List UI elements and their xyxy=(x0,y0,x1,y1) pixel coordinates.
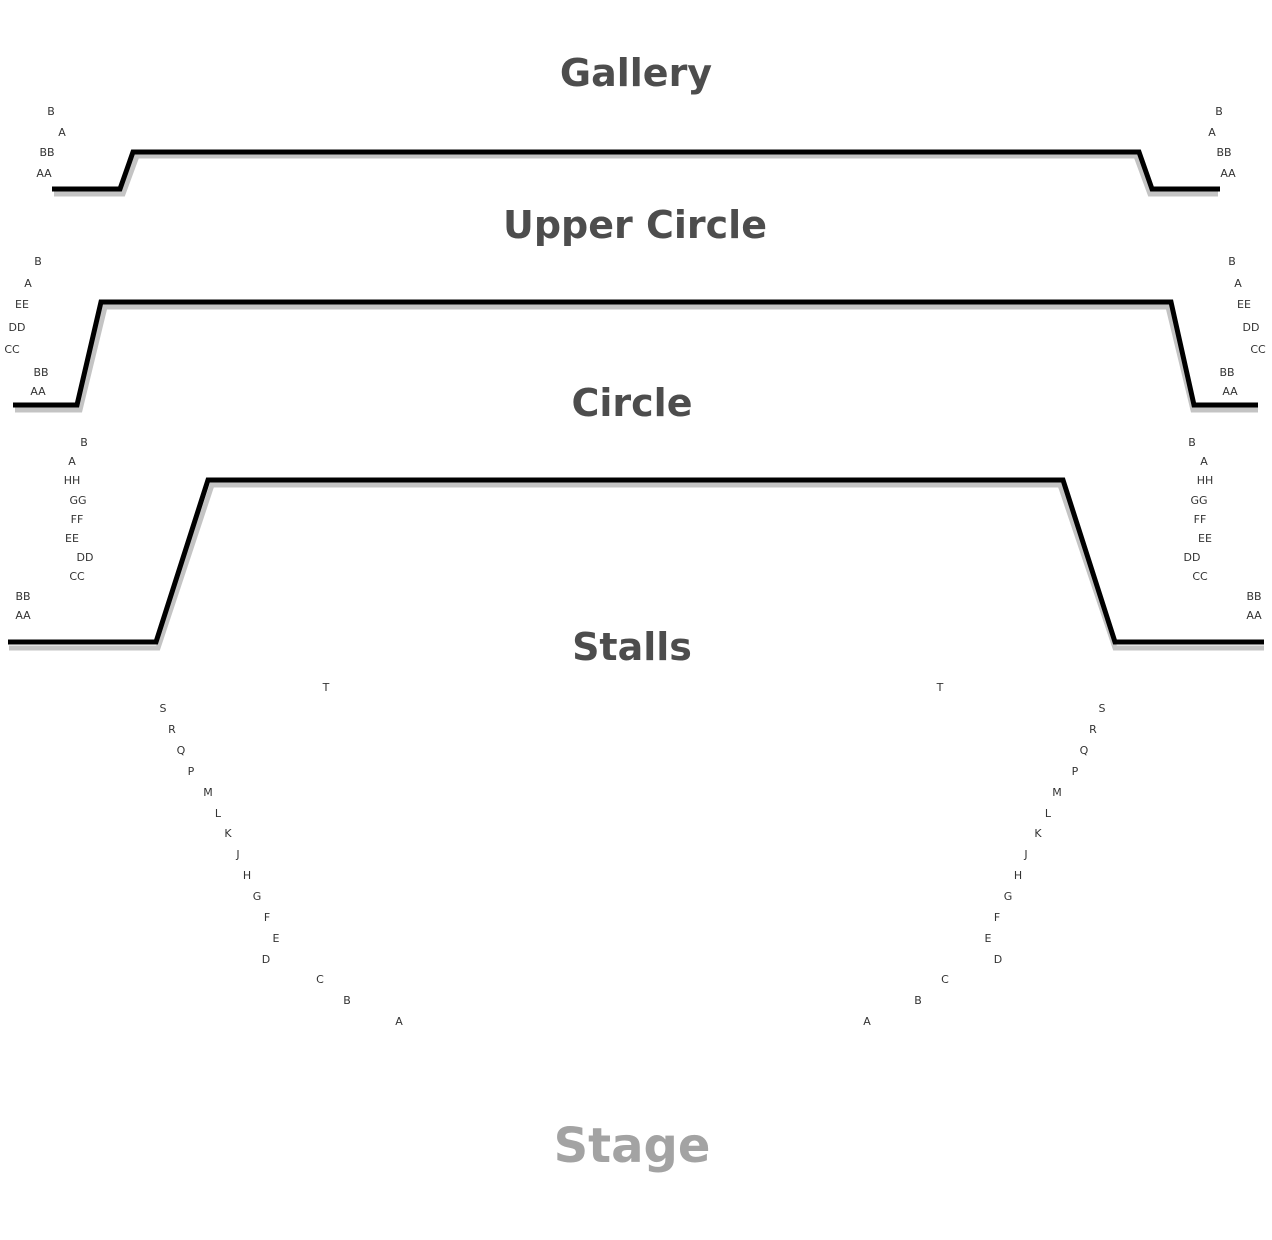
row-label[interactable]: A xyxy=(1234,277,1242,290)
row-label[interactable]: AA xyxy=(1246,609,1262,622)
row-label[interactable]: GG xyxy=(1190,494,1207,507)
row-label[interactable]: R xyxy=(168,723,176,736)
row-label[interactable]: K xyxy=(224,827,232,840)
row-label[interactable]: J xyxy=(1023,848,1027,861)
circle-title: Circle xyxy=(572,381,693,425)
row-label[interactable]: T xyxy=(322,681,330,694)
gallery-left-rows: B A BB AA xyxy=(36,105,66,180)
row-label[interactable]: T xyxy=(936,681,944,694)
upper-circle-right-rows: B A EE DD CC BB AA xyxy=(1219,255,1266,398)
row-label[interactable]: S xyxy=(160,702,167,715)
row-label[interactable]: A xyxy=(863,1015,871,1028)
stage-title: Stage xyxy=(554,1118,711,1174)
row-label[interactable]: A xyxy=(68,455,76,468)
row-label[interactable]: BB xyxy=(1216,146,1231,159)
row-label[interactable]: FF xyxy=(1194,513,1207,526)
row-label[interactable]: GG xyxy=(69,494,86,507)
row-label[interactable]: B xyxy=(914,994,922,1007)
row-label[interactable]: R xyxy=(1089,723,1097,736)
row-label[interactable]: B xyxy=(1188,436,1196,449)
circle-left-rows: B A HH GG FF EE DD CC BB AA xyxy=(15,436,93,622)
gallery-front-line xyxy=(52,149,1220,197)
row-label[interactable]: H xyxy=(243,869,251,882)
row-label[interactable]: BB xyxy=(1219,366,1234,379)
row-label[interactable]: B xyxy=(1215,105,1223,118)
circle-front-line xyxy=(8,477,1264,651)
row-label[interactable]: B xyxy=(47,105,55,118)
row-label[interactable]: M xyxy=(203,786,213,799)
row-label[interactable]: C xyxy=(316,973,324,986)
row-label[interactable]: AA xyxy=(30,385,46,398)
row-label[interactable]: S xyxy=(1099,702,1106,715)
row-label[interactable]: K xyxy=(1034,827,1042,840)
row-label[interactable]: Q xyxy=(1080,744,1089,757)
row-label[interactable]: D xyxy=(994,953,1002,966)
row-label[interactable]: H xyxy=(1014,869,1022,882)
row-label[interactable]: EE xyxy=(1198,532,1212,545)
row-label[interactable]: C xyxy=(941,973,949,986)
row-label[interactable]: M xyxy=(1052,786,1062,799)
row-label[interactable]: AA xyxy=(36,167,52,180)
row-label[interactable]: AA xyxy=(1220,167,1236,180)
gallery-title: Gallery xyxy=(560,51,712,95)
stalls-left-rows: T S R Q P M L K J H G F E D C B A xyxy=(160,681,404,1028)
row-label[interactable]: B xyxy=(34,255,42,268)
circle-right-rows: B A HH GG FF EE DD CC BB AA xyxy=(1184,436,1263,622)
row-label[interactable]: DD xyxy=(77,551,94,564)
row-label[interactable]: J xyxy=(235,848,239,861)
row-label[interactable]: L xyxy=(1045,807,1052,820)
row-label[interactable]: EE xyxy=(65,532,79,545)
row-label[interactable]: DD xyxy=(1184,551,1201,564)
row-label[interactable]: F xyxy=(264,911,270,924)
row-label[interactable]: B xyxy=(1228,255,1236,268)
upper-circle-left-rows: B A EE DD CC BB AA xyxy=(4,255,48,398)
gallery-right-rows: B A BB AA xyxy=(1208,105,1236,180)
row-label[interactable]: BB xyxy=(1246,590,1261,603)
row-label[interactable]: A xyxy=(395,1015,403,1028)
row-label[interactable]: EE xyxy=(15,298,29,311)
row-label[interactable]: B xyxy=(80,436,88,449)
row-label[interactable]: HH xyxy=(1197,474,1214,487)
row-label[interactable]: L xyxy=(215,807,222,820)
row-label[interactable]: A xyxy=(24,277,32,290)
row-label[interactable]: A xyxy=(58,126,66,139)
row-label[interactable]: HH xyxy=(64,474,81,487)
row-label[interactable]: A xyxy=(1208,126,1216,139)
stalls-right-rows: T S R Q P M L K J H G F E D C B A xyxy=(863,681,1105,1028)
row-label[interactable]: B xyxy=(343,994,351,1007)
row-label[interactable]: CC xyxy=(69,570,85,583)
row-label[interactable]: DD xyxy=(9,321,26,334)
row-label[interactable]: G xyxy=(253,890,262,903)
row-label[interactable]: FF xyxy=(71,513,84,526)
row-label[interactable]: DD xyxy=(1243,321,1260,334)
row-label[interactable]: A xyxy=(1200,455,1208,468)
row-label[interactable]: D xyxy=(262,953,270,966)
row-label[interactable]: P xyxy=(1072,765,1079,778)
row-label[interactable]: G xyxy=(1004,890,1013,903)
row-label[interactable]: E xyxy=(273,932,280,945)
row-label[interactable]: EE xyxy=(1237,298,1251,311)
row-label[interactable]: F xyxy=(994,911,1000,924)
row-label[interactable]: CC xyxy=(4,343,20,356)
row-label[interactable]: BB xyxy=(15,590,30,603)
row-label[interactable]: AA xyxy=(1222,385,1238,398)
upper-circle-front-line xyxy=(13,299,1258,413)
row-label[interactable]: CC xyxy=(1192,570,1208,583)
row-label[interactable]: E xyxy=(985,932,992,945)
row-label[interactable]: BB xyxy=(33,366,48,379)
row-label[interactable]: BB xyxy=(39,146,54,159)
row-label[interactable]: P xyxy=(188,765,195,778)
stalls-title: Stalls xyxy=(572,625,692,669)
row-label[interactable]: CC xyxy=(1250,343,1266,356)
upper-circle-title: Upper Circle xyxy=(503,203,767,247)
row-label[interactable]: Q xyxy=(177,744,186,757)
row-label[interactable]: AA xyxy=(15,609,31,622)
